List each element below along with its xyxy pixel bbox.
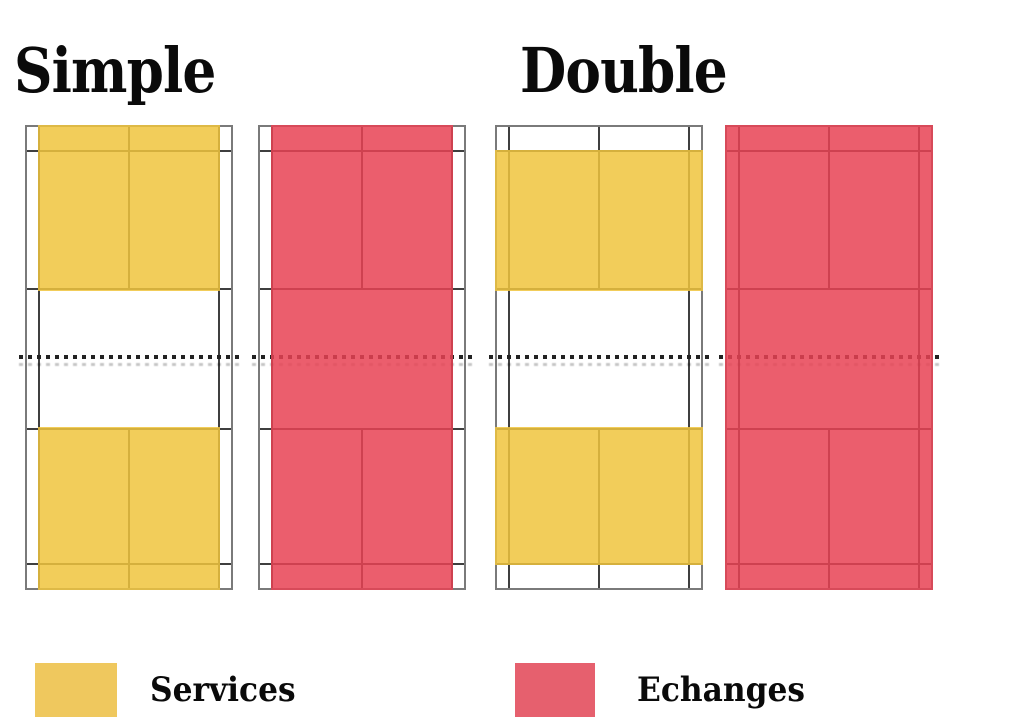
legend-echanges-swatch <box>515 663 595 717</box>
services-zone-bottom <box>495 427 703 565</box>
legend-services-swatch <box>35 663 117 717</box>
legend-services-label: Services <box>150 670 296 710</box>
echanges-zone-full-court <box>725 125 933 590</box>
court-double-services <box>489 125 709 590</box>
services-zone-bottom <box>38 427 220 590</box>
court-simple-services <box>19 125 239 590</box>
title-double: Double <box>520 34 728 107</box>
legend-echanges-label: Echanges <box>637 670 806 710</box>
net-line-shadow <box>489 363 709 366</box>
title-simple: Simple <box>14 34 216 107</box>
net-dotted-line <box>489 355 709 359</box>
court-simple-echanges <box>252 125 472 590</box>
services-zone-top <box>38 125 220 291</box>
court-double-echanges <box>719 125 939 590</box>
services-zone-top <box>495 150 703 291</box>
echanges-zone-full-singles <box>271 125 453 590</box>
net-dotted-line <box>19 355 239 359</box>
net-line-shadow <box>19 363 239 366</box>
